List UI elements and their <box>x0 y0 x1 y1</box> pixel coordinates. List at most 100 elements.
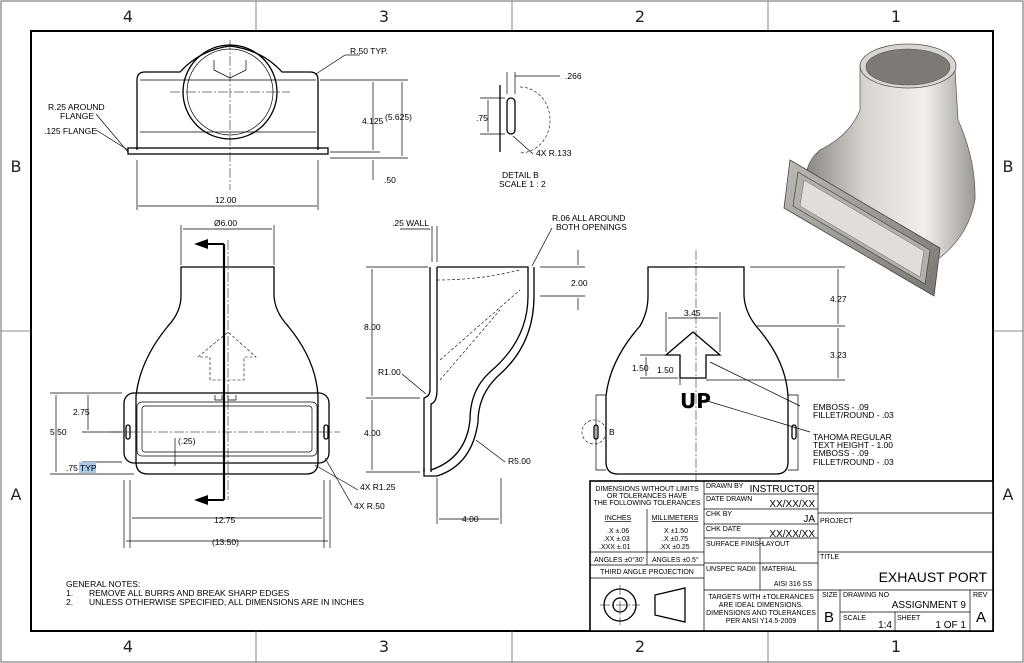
section-view-outer <box>423 267 431 472</box>
general-notes: GENERAL NOTES: 1. REMOVE ALL BURRS AND B… <box>66 579 364 607</box>
front-typ: TYP <box>80 463 97 473</box>
side-tahoma1: TAHOMA REGULAR <box>813 432 892 442</box>
tb-material: AISI 316 SS <box>774 581 812 588</box>
tb-layout-label: LAYOUT <box>762 541 790 548</box>
zone-row-a-left: A <box>11 485 22 504</box>
tb-in-x: .X ±.06 <box>607 528 629 535</box>
front-dim-550: 5.50 <box>50 427 67 437</box>
section-dim-800: 8.00 <box>364 322 381 332</box>
tb-mm-xxx: .XX ±0.25 <box>659 544 690 551</box>
tb-project-label: PROJECT <box>820 518 853 525</box>
tb-title: EXHAUST PORT <box>879 569 988 585</box>
tb-scale-label: SCALE <box>843 615 866 622</box>
front-view-flange <box>123 392 330 464</box>
top-flange: FLANGE <box>60 111 94 121</box>
tb-targets1: TARGETS WITH ±TOLERANCES <box>708 594 814 601</box>
top-r50-typ: R.50 TYP. <box>350 46 388 56</box>
zone-row-b-right: B <box>1003 157 1014 176</box>
zone-col-3-top: 3 <box>379 7 389 26</box>
section-dim-400v: 4.00 <box>364 428 381 438</box>
tb-chk-by-label: CHK BY <box>706 511 732 518</box>
front-dim-1275: 12.75 <box>214 515 236 525</box>
tb-title-label: TITLE <box>820 554 839 561</box>
tb-mm-x: X ±1.50 <box>664 528 688 535</box>
side-dim-427: 4.27 <box>830 294 847 304</box>
notes-heading: GENERAL NOTES: <box>66 579 140 589</box>
tb-tol-line3: THE FOLLOWING TOLERANCES <box>593 500 700 507</box>
front-view-outline <box>135 266 319 475</box>
section-r06-line2: BOTH OPENINGS <box>556 222 627 232</box>
tb-in-xx: .XX ±.03 <box>603 536 630 543</box>
top-dim-5625: (5.625) <box>385 112 412 122</box>
tb-drawing-no: ASSIGNMENT 9 <box>892 600 967 611</box>
tb-rev-label: REV <box>973 592 988 599</box>
detail-b: .266 .75 4X R.133 DETAIL B SCALE 1 : 2 <box>476 71 582 189</box>
note-2-num: 2. <box>66 597 73 607</box>
front-dim-25: (.25) <box>178 436 196 446</box>
side-tahoma2: TEXT HEIGHT - 1.00 <box>813 440 893 450</box>
tb-tol-line2: OR TOLERANCES HAVE <box>607 493 687 500</box>
section-view-inner <box>430 267 438 472</box>
zone-row-b-left: B <box>11 157 22 176</box>
section-r06-line1: R.06 ALL AROUND <box>552 213 625 223</box>
section-r500: R5.00 <box>508 456 531 466</box>
side-emboss2: EMBOSS - .09 <box>813 448 869 458</box>
section-wall: .25 WALL <box>392 218 429 228</box>
section-dim-200: 2.00 <box>571 278 588 288</box>
tb-sheet-label: SHEET <box>897 615 921 622</box>
tb-sheet: 1 OF 1 <box>935 620 966 631</box>
tb-drawn-by-label: DRAWN BY <box>706 483 744 490</box>
tb-angles-in: ANGLES ±0°30' <box>594 556 644 564</box>
zone-col-4-top: 4 <box>123 7 133 26</box>
tb-chk-date: XX/XX/XX <box>769 529 815 540</box>
zone-col-1-bottom: 1 <box>891 637 901 656</box>
tb-targets4: PER ANSI Y14.5-2009 <box>726 618 796 625</box>
side-dim-150a: 1.50 <box>632 363 649 373</box>
top-view: 4.125 (5.625) .50 12.00 R.50 TYP. R.25 A… <box>44 40 412 210</box>
tb-chk-date-label: CHK DATE <box>706 526 741 533</box>
top-view-flange <box>127 147 329 155</box>
tb-targets3: DIMENSIONS AND TOLERANCES <box>706 610 816 617</box>
side-view-emboss-arrow <box>664 331 722 379</box>
tb-inches: INCHES <box>605 515 632 522</box>
isometric-render <box>783 43 976 297</box>
front-dim-1350: (13.50) <box>212 537 239 547</box>
front-dim-diameter: Ø6.00 <box>214 218 237 228</box>
zone-row-a-right: A <box>1003 485 1014 504</box>
zone-col-1-top: 1 <box>891 7 901 26</box>
zone-col-2-bottom: 2 <box>635 637 645 656</box>
front-r50: 4X R.50 <box>354 501 385 511</box>
tb-targets2: ARE IDEAL DIMENSIONS. <box>719 602 804 609</box>
zone-col-3-bottom: 3 <box>379 637 389 656</box>
tb-third-angle: THIRD ANGLE PROJECTION <box>600 569 694 576</box>
detail-radius: 4X R.133 <box>536 148 572 158</box>
tb-tol-line1: DIMENSIONS WITHOUT LIMITS <box>595 486 699 493</box>
note-1-num: 1. <box>66 588 73 598</box>
side-view-emboss-text: UP <box>680 389 711 413</box>
front-view: Ø6.00 2.75 5.50 .75 TYP (.25) 4X R1.25 4… <box>50 218 396 548</box>
typ-highlight <box>79 462 96 473</box>
detail-dim-266: .266 <box>565 71 582 81</box>
front-view-up-arrow <box>197 331 257 381</box>
top-flange-125: .125 FLANGE <box>44 126 97 136</box>
iso-top-opening <box>865 48 951 86</box>
front-dim-75: .75 <box>66 463 78 473</box>
side-dim-345: 3.45 <box>684 308 701 318</box>
tb-rev: A <box>976 609 986 626</box>
tb-date-drawn: XX/XX/XX <box>769 499 815 510</box>
zone-labels: 4 3 2 1 4 3 2 1 B B A A <box>11 7 1014 656</box>
tb-mm-xx: .X ±0.75 <box>662 536 688 543</box>
detail-scale: SCALE 1 : 2 <box>499 179 546 189</box>
section-view: .25 WALL R.06 ALL AROUND BOTH OPENINGS 2… <box>364 213 627 524</box>
zone-col-2-top: 2 <box>635 7 645 26</box>
tb-drawing-no-label: DRAWING NO <box>843 592 890 599</box>
top-view-outline <box>136 45 319 150</box>
front-r125: 4X R1.25 <box>360 482 396 492</box>
title-block: DIMENSIONS WITHOUT LIMITS OR TOLERANCES … <box>589 480 994 632</box>
side-fillet1: FILLET/ROUND - .03 <box>813 410 894 420</box>
side-dim-323: 3.23 <box>830 350 847 360</box>
side-fillet2: FILLET/ROUND - .03 <box>813 457 894 467</box>
tb-date-drawn-label: DATE DRAWN <box>706 496 752 503</box>
tb-chk-by: JA <box>803 514 815 525</box>
